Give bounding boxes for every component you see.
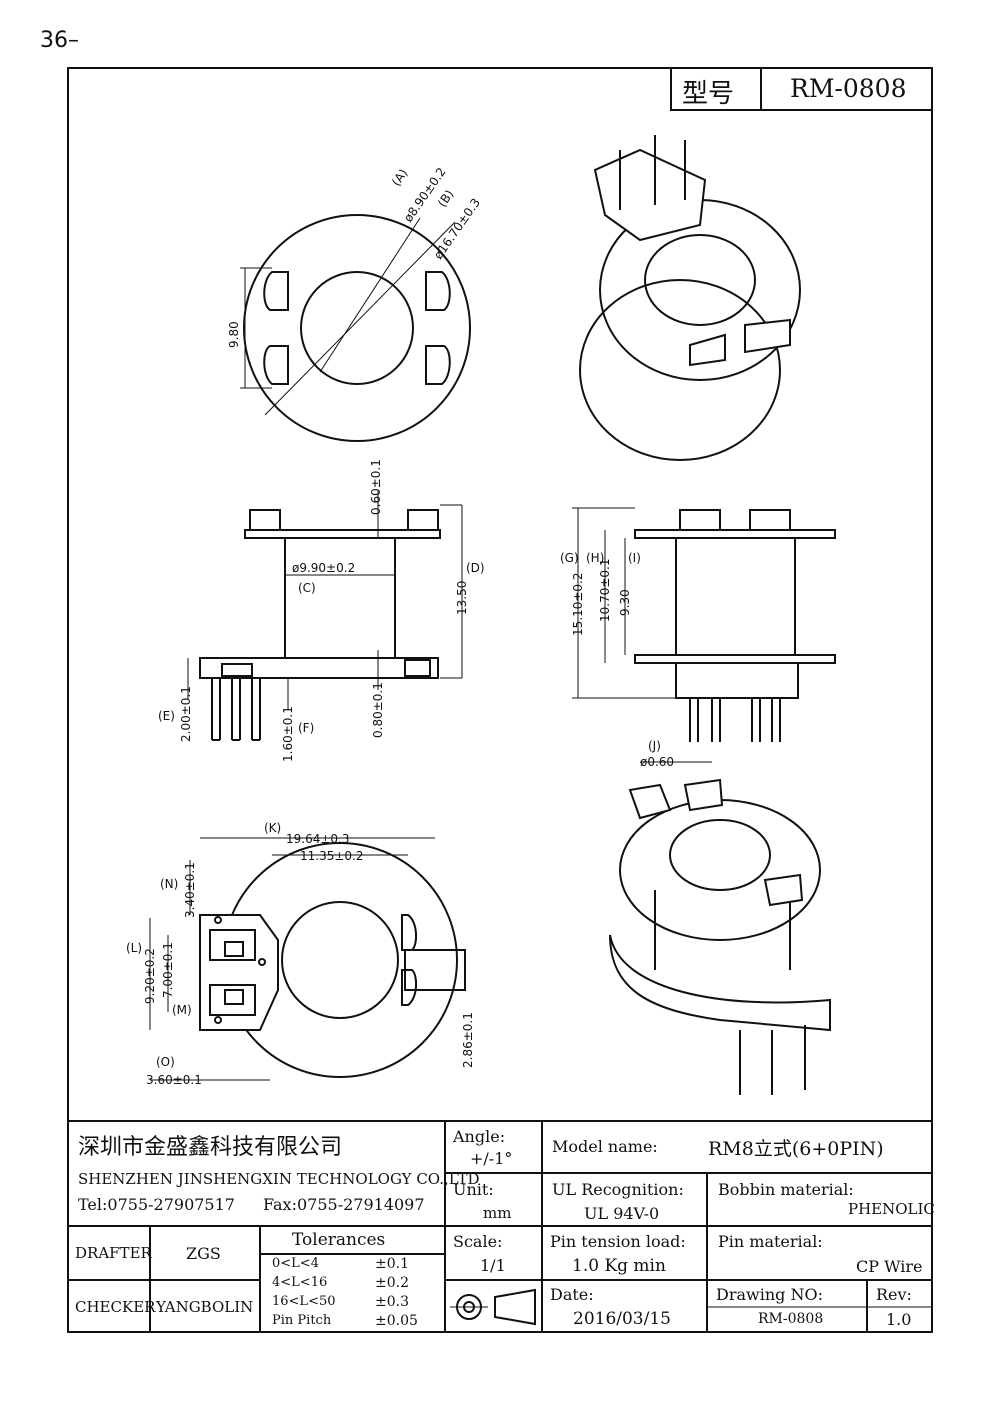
ul-label: UL Recognition: — [552, 1180, 684, 1199]
slot-top-left — [263, 271, 289, 311]
dim-g-tag: (G) — [560, 551, 579, 565]
scale-value: 1/1 — [480, 1256, 506, 1275]
tel: Tel:0755-27907517 — [78, 1195, 235, 1214]
dim-pin: ø0.60 — [640, 755, 674, 769]
model-name-value: RM8立式(6+0PIN) — [708, 1138, 884, 1160]
dim-200: 2.00±0.1 — [179, 686, 193, 742]
tol-range: 0<L<4 — [272, 1256, 319, 1271]
tol-value: ±0.3 — [375, 1294, 409, 1310]
bobbin-value: PHENOLIC — [848, 1200, 935, 1218]
slot-bottom-right — [425, 345, 451, 385]
scale-label: Scale: — [453, 1232, 503, 1251]
rev-label: Rev: — [876, 1285, 912, 1304]
dim-e-tag: (E) — [158, 709, 175, 723]
pin-tension-value: 1.0 Kg min — [572, 1256, 666, 1276]
rev-value: 1.0 — [886, 1310, 912, 1329]
dim-1350: 13.50 — [455, 581, 469, 615]
angle-label: Angle: — [453, 1127, 506, 1146]
date-value: 2016/03/15 — [573, 1309, 671, 1329]
dim-990: ø9.90±0.2 — [292, 561, 355, 575]
dim-1510: 15.10±0.2 — [571, 573, 585, 637]
model-number: RM-0808 — [790, 74, 907, 103]
dim-b-tag: (B) — [435, 187, 457, 209]
tol-range: Pin Pitch — [272, 1313, 332, 1328]
dim-060: 0.60±0.1 — [369, 459, 383, 515]
pin-tension-label: Pin tension load: — [550, 1232, 686, 1251]
angle-value: +/-1° — [470, 1149, 513, 1168]
core-hole — [300, 271, 414, 385]
dim-j-tag: (J) — [648, 739, 661, 753]
model-label: 型号 — [682, 79, 735, 109]
model-name-label: Model name: — [552, 1137, 658, 1156]
drawing-no-label: Drawing NO: — [716, 1285, 823, 1304]
drawing-no-value: RM-0808 — [758, 1311, 824, 1327]
tolerances-title: Tolerances — [292, 1230, 386, 1250]
drawing-frame — [67, 67, 933, 1333]
company-name-cn: 深圳市金盛鑫科技有限公司 — [78, 1135, 343, 1160]
flange-outline — [243, 214, 471, 442]
date-label: Date: — [550, 1285, 594, 1304]
dim-o-tag: (O) — [156, 1055, 175, 1069]
pin-material-label: Pin material: — [718, 1232, 823, 1251]
slot-top-right — [425, 271, 451, 311]
bobbin-label: Bobbin material: — [718, 1180, 854, 1199]
unit-value: mm — [483, 1204, 512, 1222]
bottom-flange — [199, 657, 439, 679]
dim-700: 7.00±0.1 — [161, 942, 175, 998]
slot-bottom-left — [263, 345, 289, 385]
top-flange — [244, 529, 441, 539]
dim-286: 2.86±0.1 — [461, 1012, 475, 1068]
dim-1964: 19.64±0.3 — [286, 832, 350, 846]
dim-980: 9.80 — [227, 321, 241, 348]
dim-080: 0.80±0.1 — [371, 682, 385, 738]
model-number-box: 型号 RM-0808 — [670, 67, 933, 111]
dim-920: 9.20±0.2 — [143, 948, 157, 1004]
company-name-en: SHENZHEN JINSHENGXIN TECHNOLOGY CO.,LTD — [78, 1170, 480, 1188]
pin-material-value: CP Wire — [856, 1257, 923, 1276]
tol-value: ±0.2 — [375, 1275, 409, 1291]
tol-range: 4<L<16 — [272, 1275, 328, 1290]
dim-340: 3.40±0.1 — [183, 862, 197, 918]
page-label: 36– — [40, 28, 79, 53]
dim-f-tag: (F) — [298, 721, 314, 735]
tol-value: ±0.1 — [375, 1256, 409, 1272]
dim-n-tag: (N) — [160, 877, 178, 891]
checker-label: CHECKER — [75, 1298, 156, 1316]
dim-l-tag: (L) — [126, 941, 142, 955]
dim-160: 1.60±0.1 — [281, 706, 295, 762]
dim-b: ø16.70±0.3 — [431, 196, 483, 262]
dim-h-tag: (H) — [586, 551, 604, 565]
drafter-label: DRAFTER — [75, 1244, 152, 1262]
dim-d-tag: (D) — [466, 561, 485, 575]
drafter-value: ZGS — [186, 1244, 221, 1263]
tol-value: ±0.05 — [375, 1313, 418, 1329]
dim-i-tag: (I) — [628, 551, 641, 565]
fax: Fax:0755-27914097 — [263, 1195, 425, 1214]
dim-1070: 10.70±0.1 — [598, 559, 612, 623]
dim-1135: 11.35±0.2 — [300, 849, 364, 863]
dim-k-tag: (K) — [264, 821, 281, 835]
tol-range: 16<L<50 — [272, 1294, 336, 1309]
dim-c-tag: (C) — [298, 581, 316, 595]
dim-a-tag: (A) — [389, 166, 411, 188]
dim-360: 3.60±0.1 — [146, 1073, 202, 1087]
dim-m-tag: (M) — [172, 1003, 192, 1017]
dim-930: 9.30 — [618, 589, 632, 616]
checker-value: YANGBOLIN — [156, 1298, 254, 1316]
unit-label: Unit: — [453, 1180, 494, 1199]
ul-value: UL 94V-0 — [584, 1204, 660, 1223]
